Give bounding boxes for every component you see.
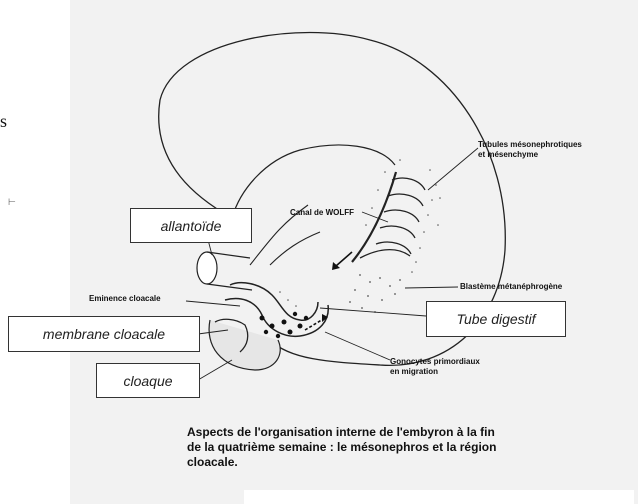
cloaca-pouch (209, 320, 280, 370)
bottom-blank-box (244, 490, 634, 504)
mesonephric-tubules (376, 178, 425, 254)
mesenchyme-stipple (279, 159, 441, 313)
margin-letter: s (0, 111, 7, 132)
allantoide-box: allantoïde (130, 208, 252, 243)
membrane-cloacale-box: membrane cloacale (8, 316, 200, 352)
label-gonocytes: Gonocytes primordiaux en migration (390, 357, 510, 377)
tube-digestif-box: Tube digestif (426, 301, 566, 337)
label-canal-wolff: Canal de WOLFF (290, 208, 370, 218)
allantois-opening (197, 252, 217, 284)
label-eminence: Eminence cloacale (89, 294, 199, 304)
label-tubules: Tubules mésonephrotiques et mésenchyme (478, 140, 608, 160)
figure-caption: Aspects de l'organisation interne de l'e… (187, 425, 547, 470)
margin-mark: ⊢ (8, 197, 16, 208)
duct-arrow (336, 252, 352, 266)
label-blasteme: Blastème métanéphrogène (460, 282, 610, 292)
stalk-line-lower (270, 232, 320, 265)
wolffian-duct-lower (360, 250, 410, 258)
cloaque-box: cloaque (96, 363, 200, 398)
